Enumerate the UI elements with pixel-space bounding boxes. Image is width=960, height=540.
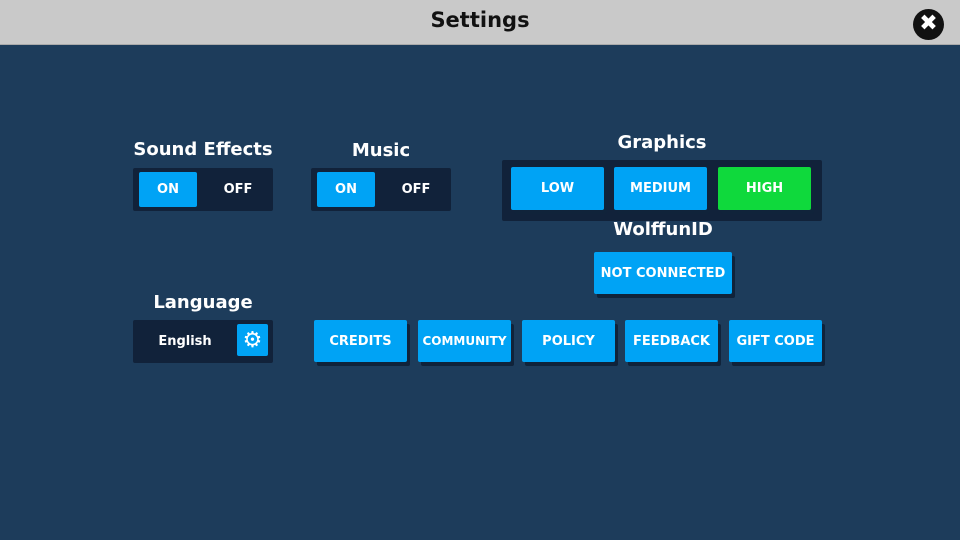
music-label: Music	[351, 140, 411, 161]
sound-effects-on[interactable]: ON	[139, 172, 197, 207]
sound-effects-label: Sound Effects	[133, 139, 273, 160]
header-bar: Settings ✖	[0, 0, 960, 45]
sound-effects-toggle: ON OFF	[133, 168, 273, 211]
language-value[interactable]: English	[158, 334, 212, 349]
close-icon: ✖	[919, 11, 938, 36]
gift-code-button[interactable]: GIFT CODE	[729, 320, 822, 362]
wolffunid-label: WolffunID	[613, 219, 713, 240]
feedback-button[interactable]: FEEDBACK	[625, 320, 718, 362]
page-title: Settings	[430, 8, 530, 32]
close-button[interactable]: ✖	[913, 9, 944, 40]
language-label: Language	[153, 292, 253, 313]
gear-icon: ⚙	[242, 327, 263, 353]
music-toggle: ON OFF	[311, 168, 451, 211]
policy-button[interactable]: POLICY	[522, 320, 615, 362]
credits-button[interactable]: CREDITS	[314, 320, 407, 362]
music-on[interactable]: ON	[317, 172, 375, 207]
language-settings-button[interactable]: ⚙	[237, 324, 268, 356]
community-button[interactable]: COMMUNITY	[418, 320, 511, 362]
graphics-high-button[interactable]: HIGH	[718, 167, 811, 210]
graphics-medium-button[interactable]: MEDIUM	[614, 167, 707, 210]
graphics-label: Graphics	[617, 132, 707, 153]
language-selector: English ⚙	[133, 320, 273, 363]
wolffunid-connect-button[interactable]: NOT CONNECTED	[594, 252, 732, 294]
music-off[interactable]: OFF	[401, 182, 431, 197]
sound-effects-off[interactable]: OFF	[223, 182, 253, 197]
graphics-low-button[interactable]: LOW	[511, 167, 604, 210]
